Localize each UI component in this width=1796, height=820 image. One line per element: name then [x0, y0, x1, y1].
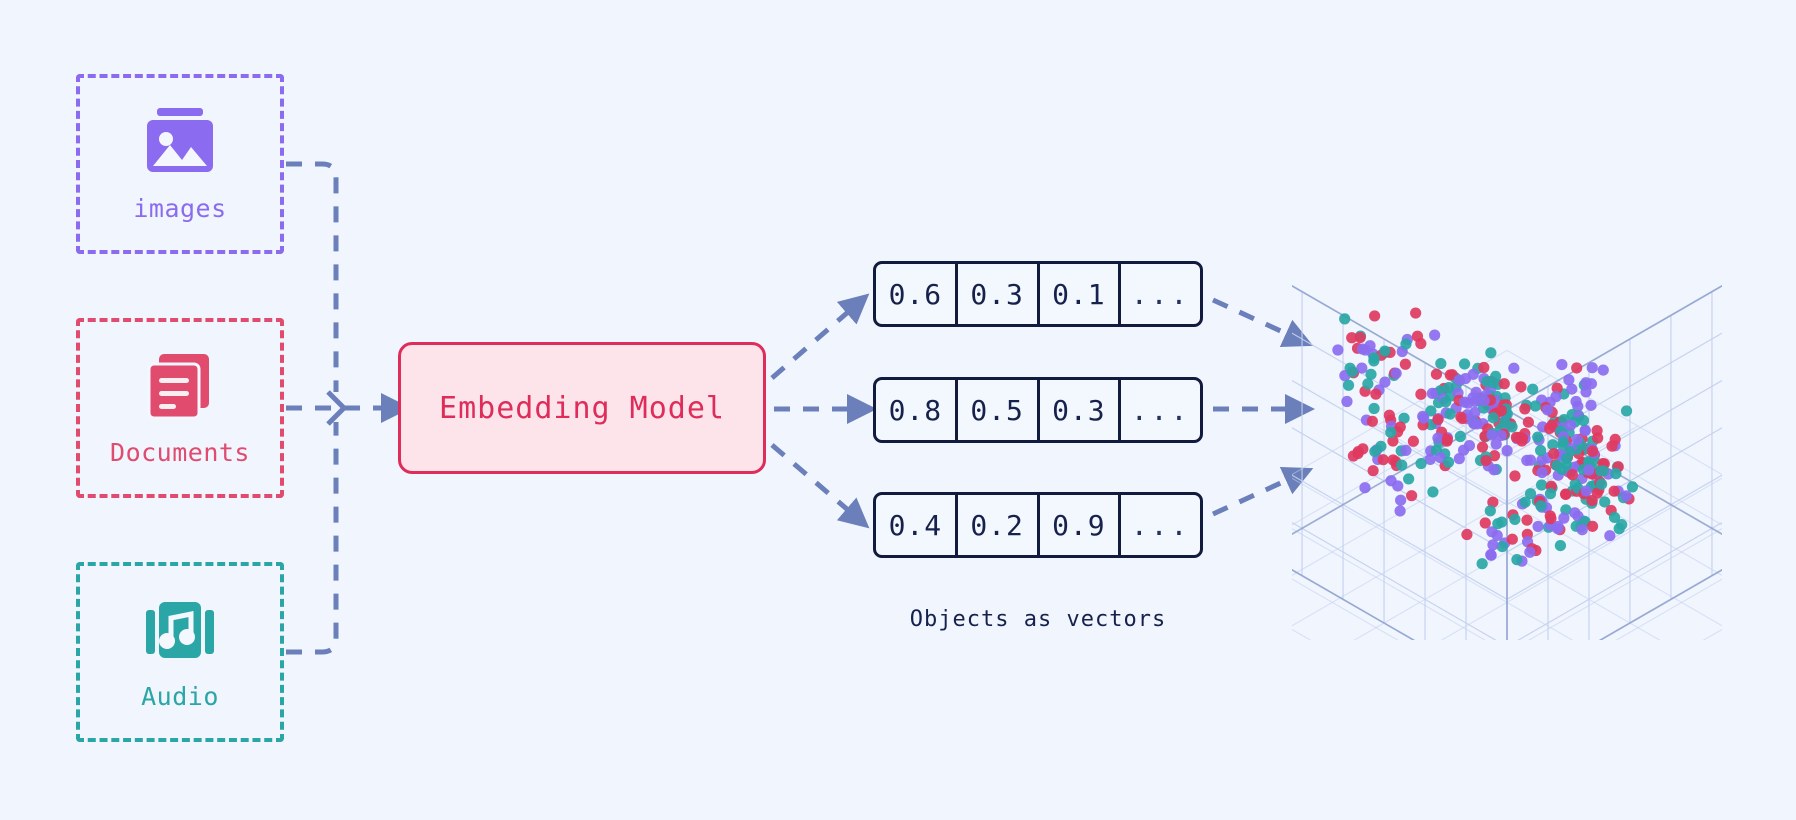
vector-cell: 0.4 — [876, 495, 958, 555]
documents-icon — [141, 350, 219, 422]
vector-cell-ellipsis: ... — [1130, 393, 1191, 427]
source-label-images: images — [133, 193, 227, 223]
vector-row[interactable]: 0.4 0.2 0.9 ... — [873, 492, 1203, 558]
vector-cell: 0.8 — [876, 380, 958, 440]
source-label-documents: Documents — [110, 437, 250, 467]
connector-images-to-model — [286, 161, 339, 392]
trunk-junction-chevron — [326, 390, 348, 426]
vector-space-cube — [1292, 160, 1722, 640]
vectors-caption: Objects as vectors — [909, 607, 1167, 632]
source-label-audio: Audio — [141, 681, 219, 711]
connector-vector-1-to-space — [1211, 297, 1314, 348]
music-note-icon — [141, 594, 219, 666]
source-box-images[interactable]: images — [76, 74, 284, 254]
vector-space-svg — [1292, 284, 1722, 640]
vector-cell-ellipsis: ... — [1130, 508, 1191, 542]
vector-cell: 0.9 — [1040, 495, 1122, 555]
connector-model-to-vector-3 — [770, 443, 870, 529]
vector-cell: 0.1 — [1040, 264, 1122, 324]
connector-vector-3-to-space — [1211, 466, 1314, 517]
embedding-model-label: Embedding Model — [439, 390, 725, 426]
connector-audio-to-model — [286, 422, 339, 655]
vector-cell: 0.3 — [958, 264, 1040, 324]
image-icon — [141, 106, 219, 178]
embedding-model-box[interactable]: Embedding Model — [398, 342, 766, 474]
vector-cell: 0.2 — [958, 495, 1040, 555]
source-box-audio[interactable]: Audio — [76, 562, 284, 742]
vector-cell: 0.5 — [958, 380, 1040, 440]
connector-model-to-vector-1 — [770, 293, 870, 380]
vector-row[interactable]: 0.8 0.5 0.3 ... — [873, 377, 1203, 443]
vector-row[interactable]: 0.6 0.3 0.1 ... — [873, 261, 1203, 327]
vector-cell: 0.6 — [876, 264, 958, 324]
source-box-documents[interactable]: Documents — [76, 318, 284, 498]
vector-cell: 0.3 — [1040, 380, 1122, 440]
vector-cell-ellipsis: ... — [1130, 277, 1191, 311]
